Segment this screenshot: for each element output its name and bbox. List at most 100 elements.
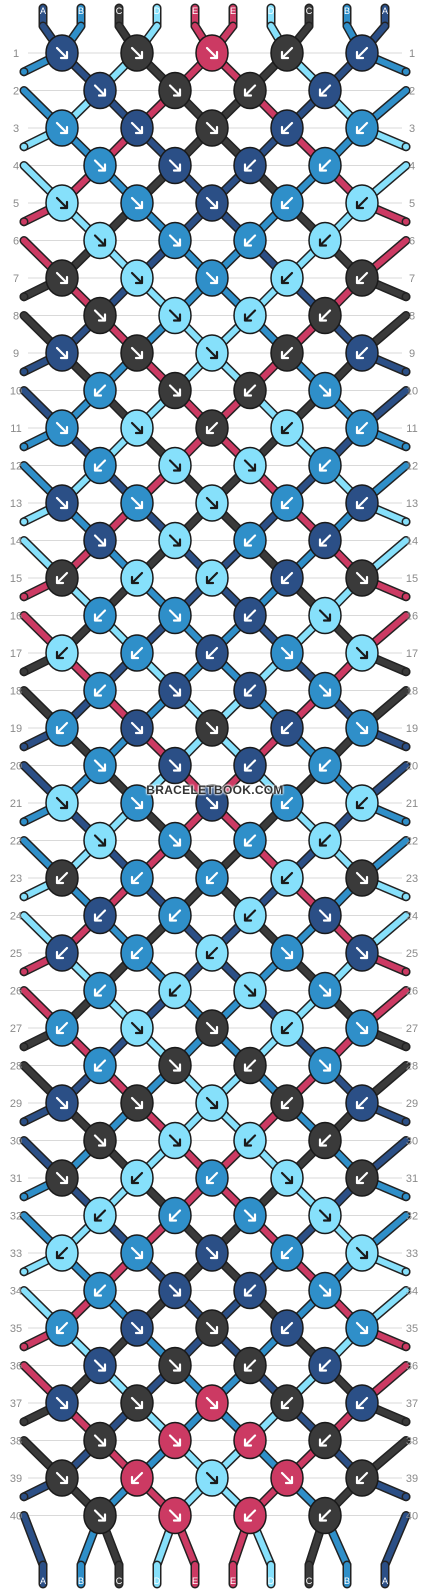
knot[interactable]: [270, 1084, 304, 1122]
knot[interactable]: [45, 34, 79, 72]
knot[interactable]: [345, 409, 379, 447]
knot[interactable]: [308, 1346, 342, 1385]
knot[interactable]: [270, 259, 304, 297]
knot[interactable]: [83, 71, 117, 110]
knot[interactable]: [308, 596, 342, 635]
knot[interactable]: [158, 1496, 192, 1535]
knot[interactable]: [158, 746, 192, 785]
knot[interactable]: [158, 1046, 192, 1085]
knot[interactable]: [83, 446, 117, 485]
knot[interactable]: [270, 184, 304, 222]
knot[interactable]: [233, 146, 267, 185]
knot[interactable]: [120, 409, 154, 447]
knot[interactable]: [45, 934, 79, 972]
knot[interactable]: [308, 1046, 342, 1085]
knot[interactable]: [270, 1234, 304, 1272]
knot[interactable]: [195, 1384, 229, 1422]
knot[interactable]: [158, 296, 192, 335]
knot[interactable]: [195, 934, 229, 972]
knot[interactable]: [233, 596, 267, 635]
knot[interactable]: [233, 446, 267, 485]
knot[interactable]: [233, 1196, 267, 1235]
knot[interactable]: [233, 1271, 267, 1310]
knot[interactable]: [120, 1459, 154, 1497]
knot[interactable]: [83, 971, 117, 1010]
knot[interactable]: [45, 1009, 79, 1047]
knot[interactable]: [120, 859, 154, 897]
knot[interactable]: [345, 259, 379, 297]
knot[interactable]: [45, 334, 79, 372]
knot[interactable]: [270, 484, 304, 522]
knot[interactable]: [158, 521, 192, 560]
knot[interactable]: [308, 971, 342, 1010]
knot[interactable]: [83, 146, 117, 185]
knot[interactable]: [270, 409, 304, 447]
knot[interactable]: [270, 109, 304, 147]
knot[interactable]: [345, 109, 379, 147]
knot[interactable]: [83, 1046, 117, 1085]
knot[interactable]: [195, 184, 229, 222]
knot[interactable]: [345, 1384, 379, 1422]
knot[interactable]: [158, 596, 192, 635]
knot[interactable]: [45, 634, 79, 672]
knot[interactable]: [45, 184, 79, 222]
knot[interactable]: [233, 371, 267, 410]
knot[interactable]: [308, 521, 342, 560]
knot[interactable]: [158, 1421, 192, 1460]
knot[interactable]: [195, 409, 229, 447]
knot[interactable]: [158, 1121, 192, 1160]
knot[interactable]: [83, 596, 117, 635]
knot[interactable]: [120, 1309, 154, 1347]
knot[interactable]: [345, 559, 379, 597]
knot[interactable]: [270, 709, 304, 747]
knot[interactable]: [45, 1159, 79, 1197]
knot[interactable]: [233, 1121, 267, 1160]
knot[interactable]: [83, 1196, 117, 1235]
knot[interactable]: [158, 1346, 192, 1385]
knot[interactable]: [345, 634, 379, 672]
knot[interactable]: [45, 559, 79, 597]
knot[interactable]: [345, 484, 379, 522]
knot[interactable]: [158, 221, 192, 260]
knot[interactable]: [233, 896, 267, 935]
knot[interactable]: [233, 221, 267, 260]
knot[interactable]: [45, 1309, 79, 1347]
knot[interactable]: [270, 1309, 304, 1347]
knot[interactable]: [308, 371, 342, 410]
knot[interactable]: [270, 1159, 304, 1197]
knot[interactable]: [270, 859, 304, 897]
knot[interactable]: [195, 784, 229, 822]
knot[interactable]: [233, 521, 267, 560]
knot[interactable]: [195, 1459, 229, 1497]
knot[interactable]: [195, 1009, 229, 1047]
knot[interactable]: [158, 146, 192, 185]
knot[interactable]: [308, 71, 342, 110]
knot[interactable]: [45, 784, 79, 822]
knot[interactable]: [270, 1009, 304, 1047]
knot[interactable]: [308, 446, 342, 485]
knot[interactable]: [233, 1496, 267, 1535]
knot[interactable]: [120, 634, 154, 672]
knot[interactable]: [233, 1046, 267, 1085]
knot[interactable]: [195, 34, 229, 72]
knot[interactable]: [345, 934, 379, 972]
knot[interactable]: [195, 1234, 229, 1272]
knot[interactable]: [233, 821, 267, 860]
knot[interactable]: [45, 1084, 79, 1122]
knot[interactable]: [233, 746, 267, 785]
knot[interactable]: [83, 1496, 117, 1535]
knot[interactable]: [120, 259, 154, 297]
knot[interactable]: [120, 784, 154, 822]
knot[interactable]: [345, 784, 379, 822]
knot[interactable]: [195, 559, 229, 597]
knot[interactable]: [120, 1384, 154, 1422]
knot[interactable]: [233, 71, 267, 110]
knot[interactable]: [83, 1346, 117, 1385]
knot[interactable]: [158, 371, 192, 410]
knot[interactable]: [233, 1346, 267, 1385]
knot[interactable]: [195, 1084, 229, 1122]
knot[interactable]: [308, 146, 342, 185]
knot[interactable]: [120, 109, 154, 147]
knot[interactable]: [83, 1271, 117, 1310]
knot[interactable]: [83, 896, 117, 935]
